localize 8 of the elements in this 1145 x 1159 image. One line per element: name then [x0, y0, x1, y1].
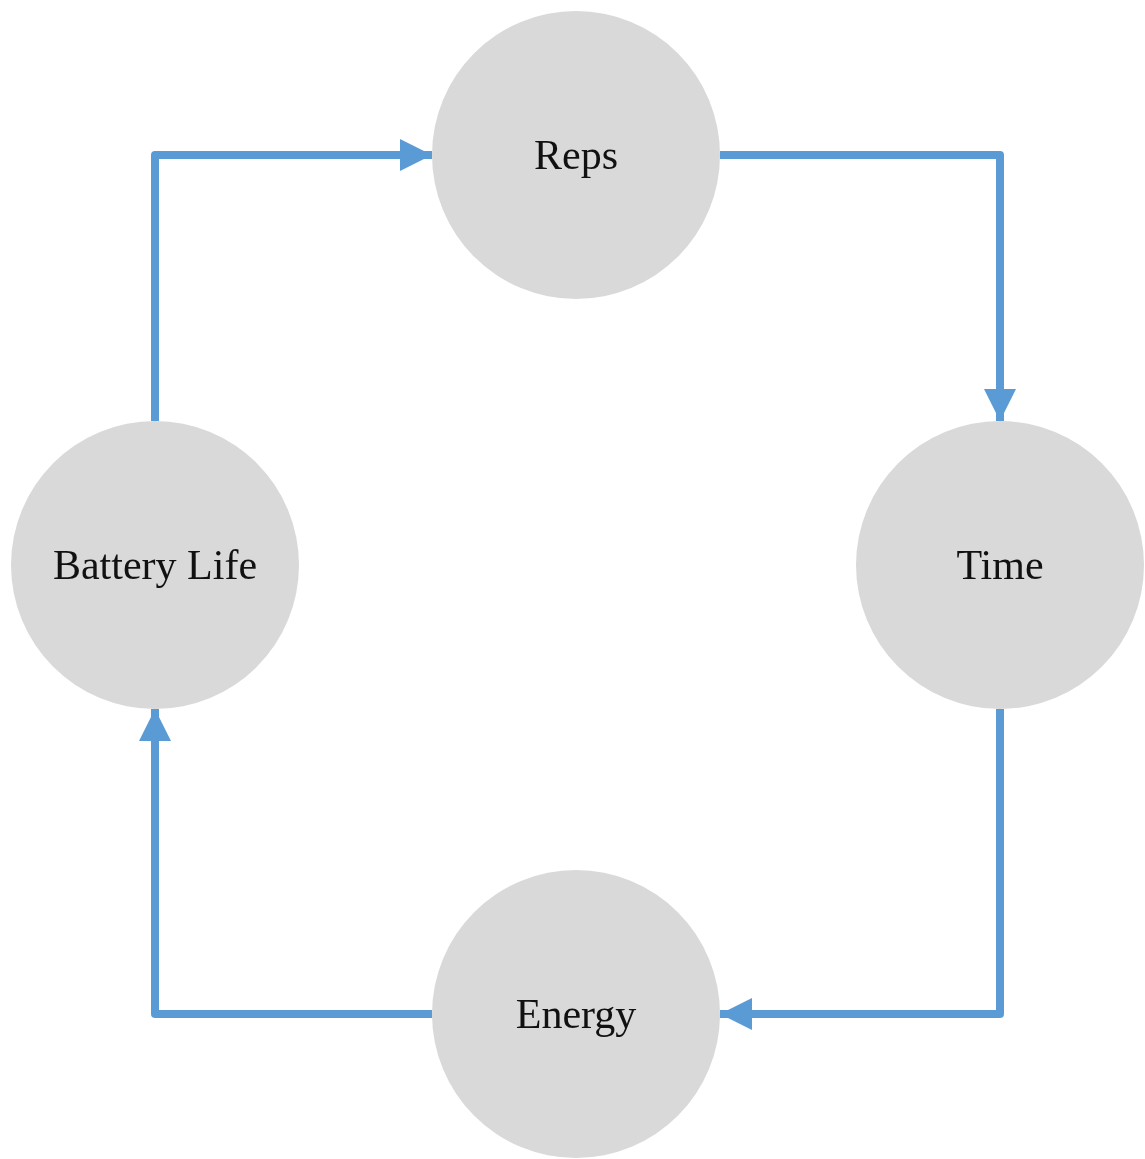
node-label: Battery Life — [52, 541, 258, 589]
node-label: Energy — [515, 990, 637, 1038]
node-label: Reps — [534, 131, 618, 179]
arrow — [151, 139, 432, 421]
arrow — [720, 709, 1004, 1030]
arrow — [720, 151, 1016, 421]
arrow — [139, 709, 432, 1018]
node-label: Time — [956, 541, 1044, 589]
